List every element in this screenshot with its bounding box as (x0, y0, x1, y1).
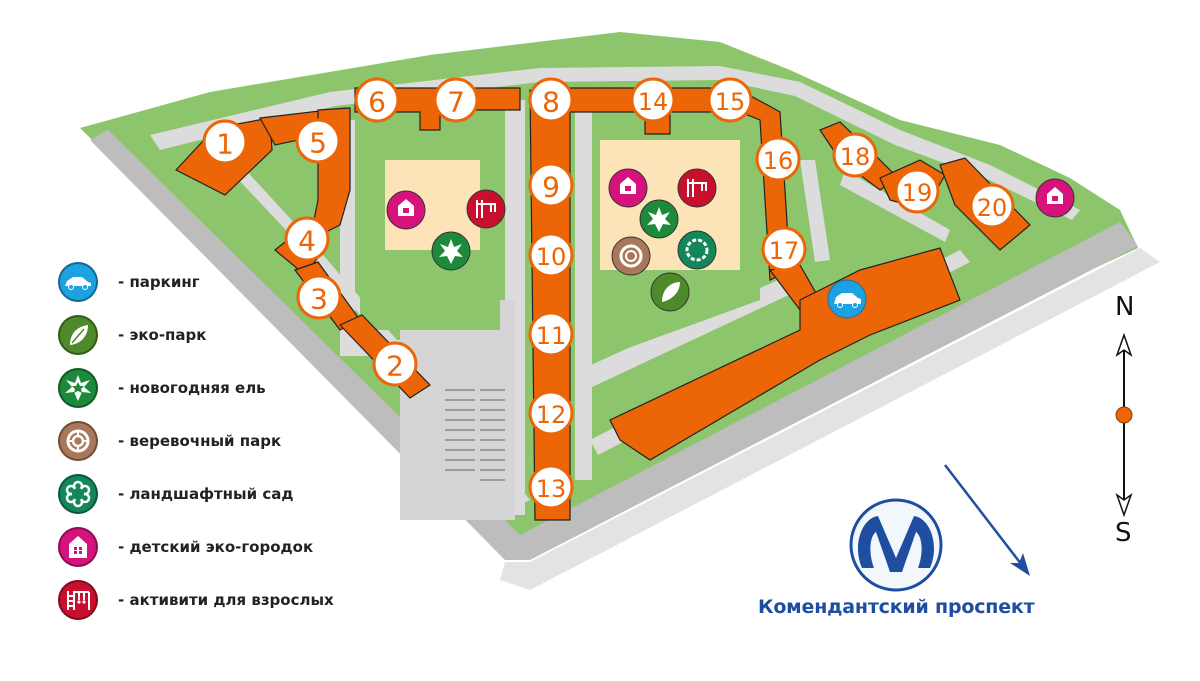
building-badge-14[interactable]: 14 (630, 77, 676, 123)
kids-town-marker-east[interactable] (1035, 178, 1075, 218)
legend-label-new-year-tree: - новогодняя ель (118, 379, 266, 397)
svg-text:10: 10 (536, 243, 567, 271)
legend-item-rope-park: - веревочный парк (58, 421, 281, 461)
compass (1115, 332, 1133, 518)
svg-text:12: 12 (536, 401, 567, 429)
legend-item-adult-activity: - активити для взрослых (58, 580, 334, 620)
legend-item-kids-town: - детский эко-городок (58, 527, 313, 567)
compass-north-label: N (1115, 292, 1135, 322)
metro-station-label: Комендантский проспект (758, 596, 1035, 618)
legend-label-parking: - паркинг (118, 273, 200, 291)
metro-logo (849, 498, 943, 592)
svg-text:15: 15 (715, 88, 746, 116)
svg-text:13: 13 (536, 475, 567, 503)
building-badge-8[interactable]: 8 (528, 77, 574, 123)
legend-item-landscape-garden: - ландшафтный сад (58, 474, 293, 514)
building-badge-12[interactable]: 12 (528, 390, 574, 436)
svg-text:6: 6 (368, 86, 386, 119)
legend-label-landscape-garden: - ландшафтный сад (118, 485, 294, 503)
flower-icon (58, 474, 98, 514)
building-badge-10[interactable]: 10 (528, 232, 574, 278)
svg-text:8: 8 (542, 86, 560, 119)
map-amenities (386, 168, 1075, 319)
house-icon (58, 527, 98, 567)
building-badge-2[interactable]: 2 (372, 341, 418, 387)
new-year-tree-marker-right[interactable] (639, 199, 679, 239)
building-badge-9[interactable]: 9 (528, 162, 574, 208)
building-badge-20[interactable]: 20 (969, 183, 1015, 229)
top-road (150, 66, 1080, 220)
star-burst-icon (58, 368, 98, 408)
svg-text:2: 2 (386, 350, 404, 383)
svg-text:16: 16 (763, 147, 794, 175)
parking-marker[interactable] (827, 279, 867, 319)
svg-text:14: 14 (638, 88, 669, 116)
adult-activity-marker-left[interactable] (466, 189, 506, 229)
compass-south-label: S (1115, 518, 1132, 548)
svg-text:19: 19 (902, 179, 933, 207)
svg-text:3: 3 (310, 283, 328, 316)
legend-item-new-year-tree: - новогодняя ель (58, 368, 266, 408)
building-badge-19[interactable]: 19 (894, 168, 940, 214)
legend-label-adult-activity: - активити для взрослых (118, 591, 334, 609)
building-badge-17[interactable]: 17 (761, 226, 807, 272)
building-badge-16[interactable]: 16 (755, 136, 801, 182)
svg-text:11: 11 (536, 322, 567, 350)
legend-item-parking: - паркинг (58, 262, 200, 302)
svg-text:9: 9 (542, 171, 560, 204)
svg-text:20: 20 (977, 194, 1008, 222)
metro-direction-arrow (944, 464, 1030, 576)
building-badge-1[interactable]: 1 (202, 119, 248, 165)
legend-label-eco-park: - эко-парк (118, 326, 207, 344)
building-badge-18[interactable]: 18 (832, 132, 878, 178)
svg-text:7: 7 (447, 86, 465, 119)
legend-label-kids-town: - детский эко-городок (118, 538, 314, 556)
rope-knot-icon (58, 421, 98, 461)
rope-park-marker[interactable] (611, 236, 651, 276)
building-badge-6[interactable]: 6 (354, 77, 400, 123)
building-badge-13[interactable]: 13 (528, 464, 574, 510)
eco-park-marker[interactable] (650, 272, 690, 312)
new-year-tree-marker-left[interactable] (431, 231, 471, 271)
svg-text:17: 17 (769, 237, 800, 265)
car-icon (58, 262, 98, 302)
adult-activity-marker-right[interactable] (677, 168, 717, 208)
building-badge-3[interactable]: 3 (296, 274, 342, 320)
gym-bars-icon (58, 580, 98, 620)
kids-town-marker-left[interactable] (386, 190, 426, 230)
svg-text:18: 18 (840, 143, 871, 171)
svg-text:4: 4 (298, 225, 316, 258)
building-badge-4[interactable]: 4 (284, 216, 330, 262)
outer-road (90, 130, 1138, 560)
legend-label-rope-park: - веревочный парк (118, 432, 282, 450)
landscape-garden-marker[interactable] (677, 230, 717, 270)
building-badge-5[interactable]: 5 (295, 118, 341, 164)
kids-town-marker-right[interactable] (608, 168, 648, 208)
building-badges: 1 2 3 4 5 6 7 8 9 10 11 12 13 14 15 16 1… (202, 77, 1015, 510)
building-badge-7[interactable]: 7 (433, 77, 479, 123)
leaf-icon (58, 315, 98, 355)
svg-text:1: 1 (216, 128, 234, 161)
legend-item-eco-park: - эко-парк (58, 315, 206, 355)
building-badge-11[interactable]: 11 (528, 311, 574, 357)
building-badge-15[interactable]: 15 (707, 77, 753, 123)
svg-text:5: 5 (309, 127, 327, 160)
